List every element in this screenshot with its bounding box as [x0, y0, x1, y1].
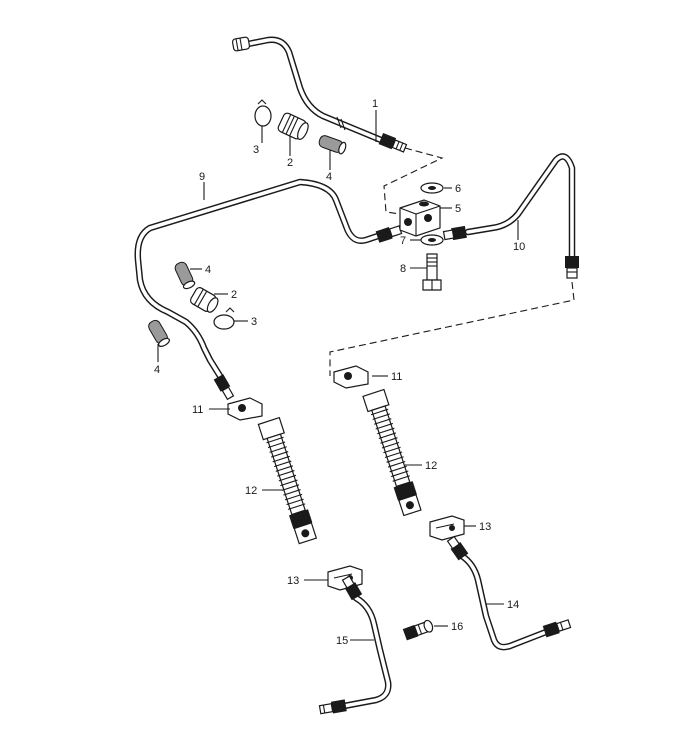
leader-lines [157, 110, 519, 641]
clip-ring-3-lower [213, 307, 235, 330]
callout-4-middle: 4 [205, 264, 211, 276]
callout-11-right: 11 [391, 371, 402, 383]
callout-14: 14 [507, 599, 519, 611]
callout-12-right: 12 [425, 460, 437, 472]
brake-pipe-15 [318, 575, 392, 715]
brake-pipe-10 [442, 153, 579, 279]
brake-pipe-14 [446, 535, 572, 651]
clip-ring-3-upper [254, 99, 272, 127]
connector-dash-right [329, 281, 575, 376]
callout-4-upper: 4 [326, 171, 332, 183]
sleeve-4-lower [148, 319, 171, 347]
callout-9: 9 [199, 171, 205, 183]
brake-pipe-1 [231, 36, 408, 153]
callout-13-left: 13 [287, 575, 299, 587]
bracket-11-left [227, 397, 263, 421]
callout-6: 6 [455, 183, 461, 195]
callout-8: 8 [400, 263, 406, 275]
washer-7 [420, 234, 444, 246]
grommet-2-upper [277, 112, 309, 141]
callout-13-right: 13 [479, 521, 491, 533]
brake-hose-12-left [257, 416, 318, 545]
callout-12-left: 12 [245, 485, 257, 497]
callout-3-upper: 3 [253, 144, 259, 156]
bracket-11-right [333, 365, 369, 389]
bracket-13-right [429, 515, 465, 541]
washer-6 [420, 182, 444, 194]
callout-2-lower: 2 [231, 289, 237, 301]
sleeve-4-middle [174, 261, 196, 290]
connector-dash-upper [383, 147, 444, 215]
callout-11-left: 11 [192, 404, 203, 416]
brake-hose-12-right [362, 388, 422, 517]
callout-7: 7 [400, 235, 406, 247]
bleed-fitting-16 [402, 619, 434, 641]
callout-3-lower: 3 [251, 316, 257, 328]
grommet-2-lower [189, 287, 219, 313]
callout-5: 5 [455, 203, 461, 215]
distribution-block-5 [399, 199, 441, 237]
callout-4-lower: 4 [154, 364, 160, 376]
callout-2-upper: 2 [287, 157, 293, 169]
sleeve-4-upper [318, 135, 347, 155]
callout-10: 10 [513, 241, 525, 253]
brake-pipe-9 [134, 178, 403, 401]
bolt-8 [422, 253, 442, 291]
callout-16: 16 [451, 621, 463, 633]
callout-15: 15 [336, 635, 348, 647]
callout-1: 1 [372, 98, 378, 110]
callout-labels: 1 2 3 4 5 6 7 8 9 10 4 2 3 4 11 11 12 12… [154, 98, 525, 647]
